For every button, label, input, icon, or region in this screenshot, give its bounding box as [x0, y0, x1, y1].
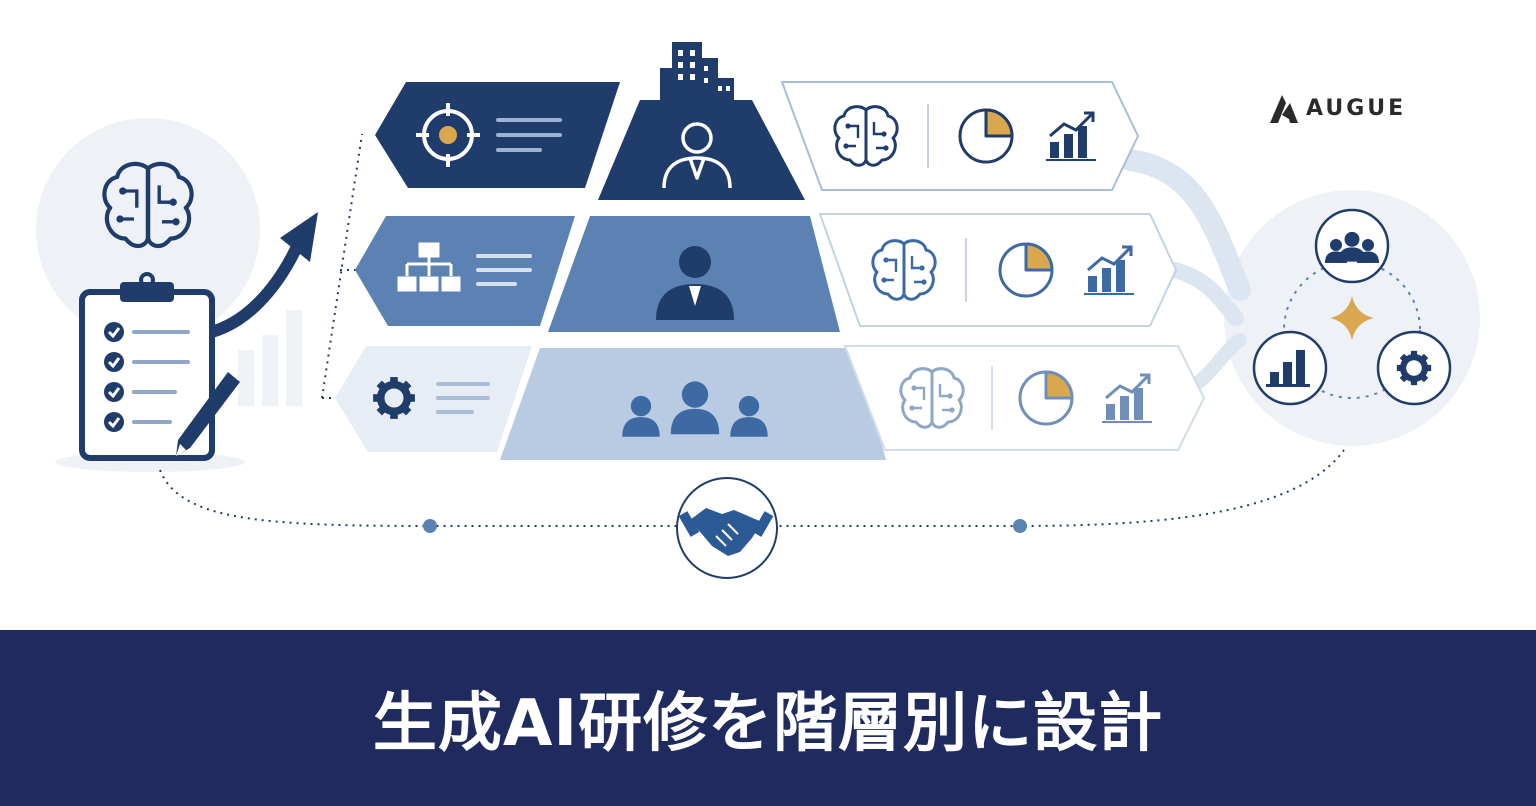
banner-bottom: [335, 346, 532, 452]
buildings-icon: [660, 42, 734, 108]
gear-node: [1376, 330, 1452, 406]
clipboard-checklist-icon: [79, 272, 215, 461]
banner-middle-lines: [476, 254, 532, 286]
right-panel-bottom: [843, 345, 1206, 451]
executive-icon: [662, 122, 732, 189]
flow-bands: [1119, 149, 1251, 392]
banner-top-lines: [496, 118, 562, 152]
illustration: [36, 42, 1480, 579]
banner-bottom-lines: [436, 382, 490, 414]
pen-icon: [176, 372, 240, 456]
manager-icon: [656, 246, 734, 320]
target-icon: [416, 103, 480, 167]
handshake-icon: [678, 508, 774, 556]
title-banner: 生成AI研修を階層別に設計: [0, 630, 1536, 806]
cycle-ring: [1283, 261, 1421, 399]
brand-mark-icon: [1270, 95, 1298, 123]
org-chart-icon: [397, 242, 461, 292]
bar-chart-icon: [1266, 350, 1310, 387]
brand-logo: AUGUE: [1268, 86, 1406, 130]
handshake-lines: [715, 523, 739, 547]
sparkle-icon: [1330, 296, 1374, 340]
banner-title: 生成AI研修を階層別に設計: [372, 687, 1164, 761]
target-center: [439, 126, 457, 144]
banner-middle: [355, 216, 575, 326]
brand-name: AUGUE: [1306, 95, 1407, 121]
background-bars: [238, 310, 302, 406]
